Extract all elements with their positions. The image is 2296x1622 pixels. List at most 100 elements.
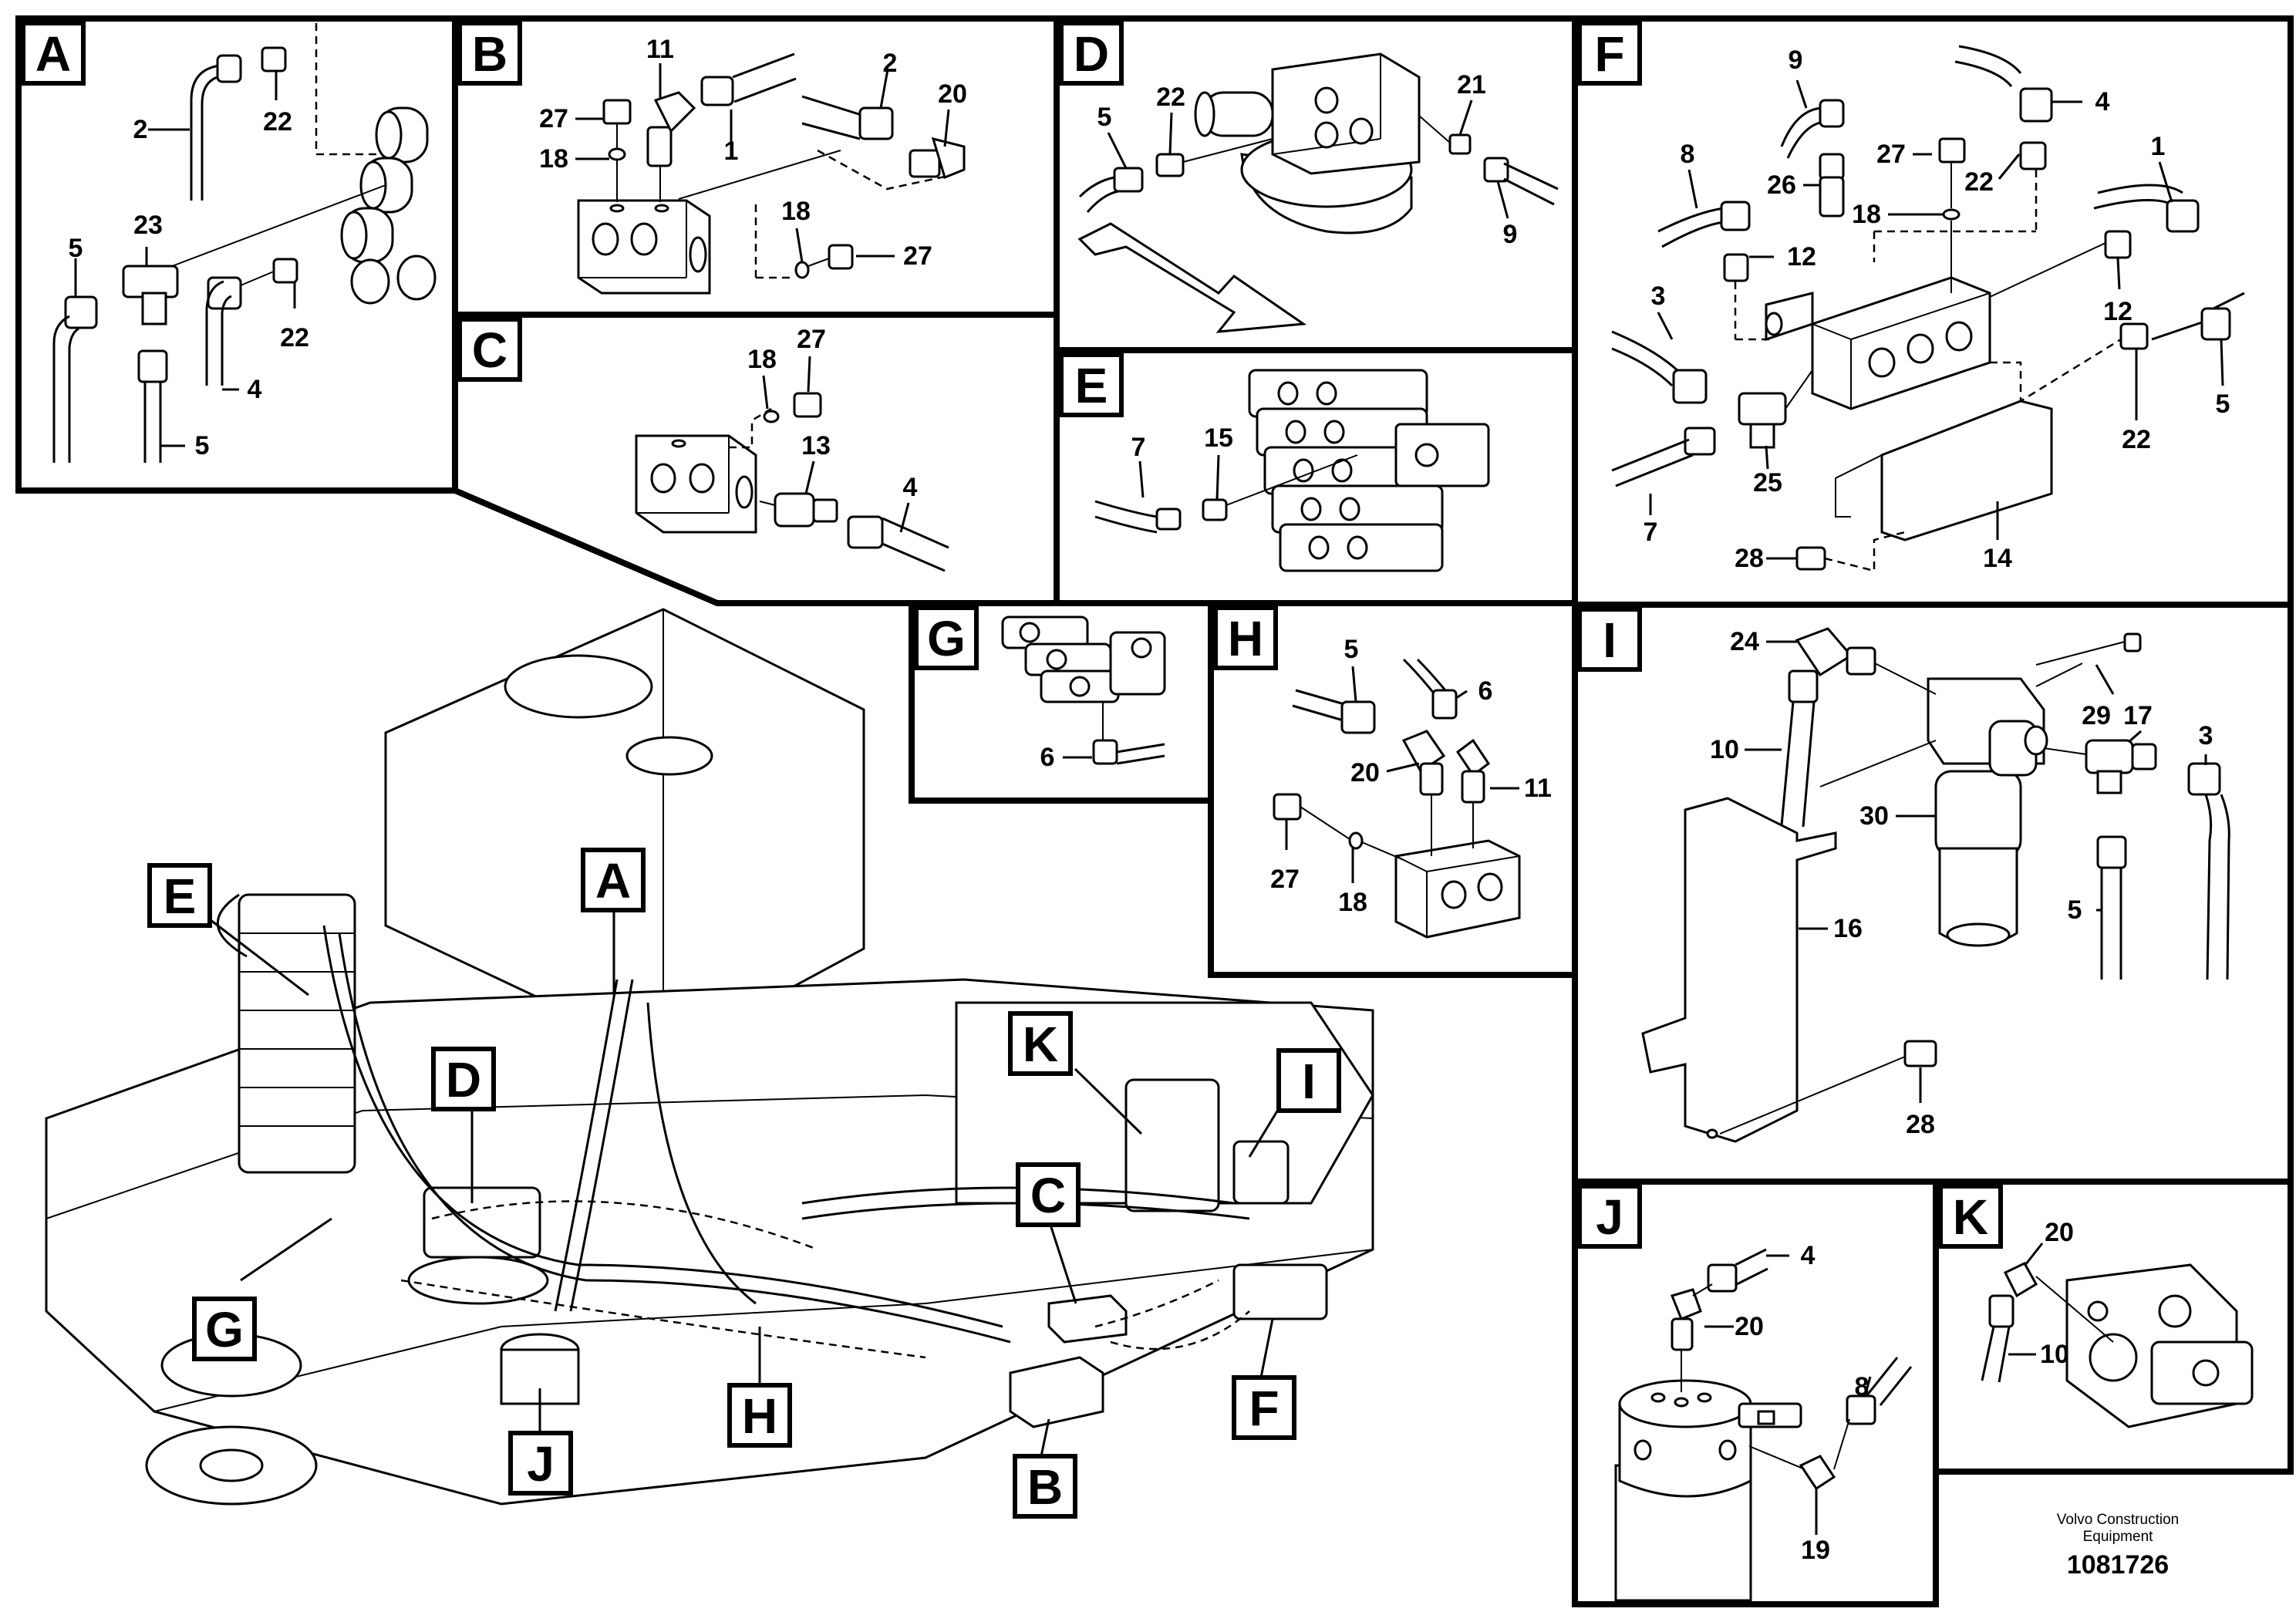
panel-i-label-28: 28 (1906, 1110, 1935, 1139)
panel-a-letter: A (35, 26, 71, 82)
panel-f-label-4: 4 (2095, 87, 2110, 116)
panel-c-label-13: 13 (801, 431, 831, 460)
panel-k: K 20 10 (1938, 1184, 2254, 1428)
panel-i-label-3: 3 (2199, 721, 2213, 750)
callout-e: E (164, 868, 197, 924)
panel-i-label-5: 5 (2068, 895, 2082, 925)
panel-j: J 4 20 8 19 (1577, 1184, 1913, 1602)
panel-c-label-18: 18 (747, 345, 777, 374)
panel-k-letter-box (1938, 1184, 2003, 1249)
panel-a-label-4: 4 (248, 375, 262, 404)
panel-k-letter: K (1953, 1189, 1988, 1245)
panel-f-label-9: 9 (1789, 46, 1803, 75)
callout-g-box (192, 1297, 257, 1361)
callout-h-box (727, 1383, 792, 1448)
panel-g-label-6: 6 (1040, 743, 1055, 772)
panel-h-label-6: 6 (1478, 676, 1493, 706)
callout-a-box (581, 848, 646, 912)
panel-j-label-8: 8 (1855, 1372, 1870, 1401)
panel-f-label-26: 26 (1767, 170, 1796, 200)
panel-e-letter-box (1059, 352, 1124, 417)
panel-f-label-18: 18 (1852, 200, 1881, 229)
footer-brand-line1: Volvo Construction (2057, 1512, 2179, 1528)
panel-g-letter-box (914, 605, 979, 670)
panel-d-label-22: 22 (1156, 83, 1185, 112)
callout-d-box (431, 1047, 496, 1111)
callout-i-box (1276, 1048, 1341, 1113)
footer: Volvo Construction Equipment 1081726 (2057, 1512, 2179, 1580)
panel-f-label-12-right: 12 (2103, 297, 2132, 326)
panel-i: I (1577, 607, 2230, 1143)
panel-f-label-27: 27 (1876, 140, 1906, 169)
panel-c: C 18 27 13 4 (457, 317, 949, 572)
panel-b-label-11: 11 (646, 35, 674, 64)
panel-a-letter-box (21, 21, 86, 86)
panel-i-label-10: 10 (1710, 735, 1739, 764)
panel-b-letter-box (457, 21, 522, 86)
panel-d-label-9: 9 (1503, 220, 1518, 249)
callout-b-box (1013, 1454, 1077, 1519)
panel-f-label-7: 7 (1644, 518, 1658, 547)
panel-f-label-22-right: 22 (2122, 425, 2151, 454)
panel-f-label-12-left: 12 (1787, 242, 1816, 271)
callout-i: I (1302, 1054, 1316, 1109)
callout-f: F (1249, 1381, 1279, 1436)
panel-a-label-5-bottom: 5 (195, 431, 210, 460)
panel-g-letter: G (927, 611, 966, 666)
panel-a-label-22: 22 (263, 107, 292, 137)
panel-i-letter: I (1603, 612, 1617, 668)
machine-overview (45, 608, 1374, 1506)
panel-e-letter: E (1075, 358, 1108, 413)
panel-c-label-27: 27 (797, 325, 826, 354)
panel-j-label-20: 20 (1735, 1312, 1764, 1341)
callout-k: K (1023, 1017, 1058, 1072)
panel-j-label-19: 19 (1801, 1536, 1830, 1565)
callout-k-box (1008, 1011, 1073, 1076)
panel-b-label-27-top: 27 (539, 104, 568, 133)
panel-f-label-1: 1 (2151, 132, 2166, 161)
panel-h-letter-box (1213, 605, 1278, 670)
panel-d-letter-box (1059, 21, 1124, 86)
panel-k-label-20: 20 (2045, 1218, 2074, 1247)
panel-b: B (457, 21, 967, 295)
panel-i-label-30: 30 (1859, 801, 1889, 831)
panel-h-label-20: 20 (1350, 758, 1380, 787)
panel-c-letter: C (472, 322, 507, 378)
callout-f-box (1232, 1375, 1296, 1440)
panel-f-label-5: 5 (2216, 389, 2230, 419)
panel-b-label-2: 2 (883, 49, 898, 78)
panel-f-label-3: 3 (1651, 282, 1666, 311)
panel-f-label-28: 28 (1735, 544, 1764, 573)
panel-h-label-11: 11 (1524, 774, 1552, 803)
panel-b-label-27: 27 (903, 241, 932, 271)
panel-h: H 5 6 20 11 27 (1213, 605, 1552, 939)
panel-e-label-7: 7 (1131, 433, 1146, 462)
footer-doc-number: 1081726 (2067, 1550, 2169, 1580)
panel-a-label-5-top: 5 (69, 234, 83, 263)
panel-i-label-24: 24 (1730, 627, 1759, 656)
panel-b-label-18: 18 (781, 197, 811, 226)
panel-h-label-27: 27 (1270, 865, 1300, 894)
panel-frames (15, 15, 2294, 1607)
callout-e-box (147, 863, 212, 928)
panel-h-label-18: 18 (1338, 888, 1367, 917)
panel-a-label-22-lower: 22 (280, 323, 309, 352)
callout-b: B (1027, 1459, 1063, 1515)
callout-j: J (527, 1436, 555, 1492)
panel-b-letter: B (472, 26, 507, 82)
panel-k-label-10: 10 (2040, 1340, 2069, 1369)
panel-e: E 7 15 (1059, 352, 1490, 572)
callout-h: H (742, 1388, 777, 1444)
panel-f-label-25: 25 (1753, 468, 1782, 497)
panel-a-label-2: 2 (133, 115, 148, 144)
callout-a: A (595, 853, 631, 909)
panel-b-label-18-top: 18 (539, 144, 568, 174)
panel-j-letter-box (1577, 1184, 1642, 1249)
callout-d: D (446, 1052, 481, 1108)
overview-callouts: E A D G K I C J H F B (147, 848, 1341, 1519)
panel-i-label-16: 16 (1833, 914, 1863, 943)
panel-a-label-23: 23 (133, 211, 163, 240)
callout-c-box (1016, 1162, 1081, 1227)
callout-j-box (508, 1431, 573, 1496)
panel-i-label-29: 29 (2082, 701, 2111, 730)
